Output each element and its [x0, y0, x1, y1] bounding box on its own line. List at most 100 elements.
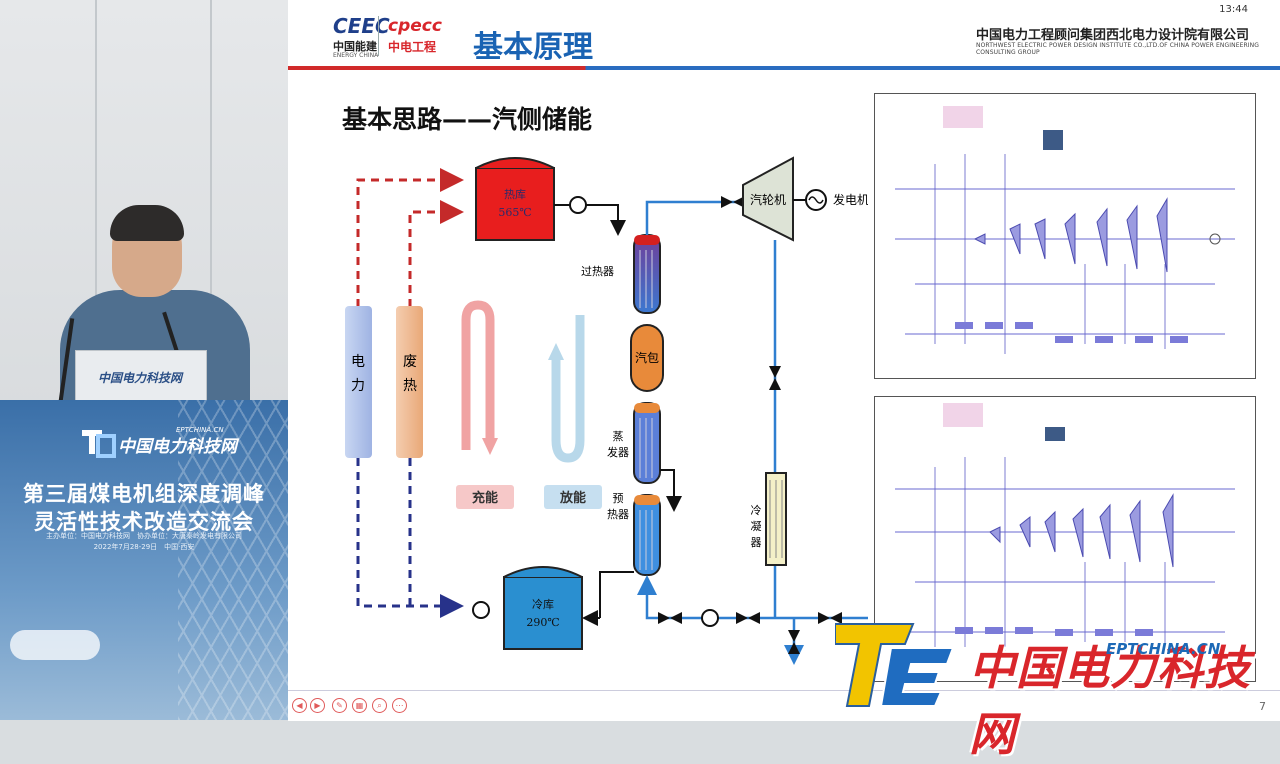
preheater — [633, 494, 661, 576]
energy-china-en: ENERGY CHINA — [333, 52, 379, 59]
evaporator — [633, 402, 661, 484]
clock-time: 13:44 — [1219, 4, 1248, 15]
charge-label: 充能 — [472, 490, 498, 506]
pipe — [599, 571, 634, 618]
tube-lines — [639, 250, 653, 308]
waste-heat-bar — [396, 306, 423, 458]
valve-icon — [788, 630, 800, 654]
discharge-arrow-head — [548, 343, 564, 360]
waste-to-hot-path — [408, 200, 464, 307]
condenser-label-3: 器 — [751, 536, 762, 549]
logo-divider — [378, 16, 379, 56]
cpecc-name: 中电工程 — [388, 40, 437, 54]
valve-icon — [818, 612, 842, 624]
cold-tank-dome — [503, 566, 583, 578]
steam-drum — [630, 324, 664, 392]
superheater-label: 过热器 — [581, 265, 614, 278]
pipe — [586, 204, 626, 236]
speaker-hair — [110, 205, 184, 241]
wall-seam — [95, 0, 97, 400]
electric-label-1: 电 — [351, 354, 365, 370]
podium-date: 2022年7月28-29日 中国·西安 — [93, 543, 195, 551]
next-slide-button[interactable]: ▶ — [310, 698, 325, 713]
generator-label: 发电机 — [833, 192, 868, 207]
cloud-graphic — [10, 630, 100, 660]
charge-arrow-head — [482, 438, 498, 455]
te-logo-icon — [82, 430, 116, 458]
pump-icon — [472, 601, 490, 619]
pylon-graphic — [178, 400, 288, 720]
valve-icon — [769, 366, 781, 390]
podium-brand: 中国电力科技网 — [118, 437, 237, 457]
podium-title-line1: 第三届煤电机组深度调峰 — [23, 481, 265, 506]
waste-label-2: 热 — [403, 378, 417, 394]
podium-url: EPTCHINA.CN — [176, 426, 224, 434]
electric-to-cold-path — [356, 458, 464, 618]
pfd-thumbnail-bottom — [895, 403, 1235, 657]
podium-organizers: 主办单位：中国电力科技网 协办单位：大唐秦岭发电有限公司 — [46, 532, 242, 540]
slideshow-toolbar — [288, 690, 1280, 721]
wall-seam — [210, 0, 212, 400]
condenser-label-1: 冷 — [751, 504, 762, 517]
energy-china-name: 中国能建 — [333, 40, 377, 53]
zoom-button[interactable]: ⌕ — [372, 698, 387, 713]
discharge-label: 放能 — [559, 490, 586, 506]
condenser-label-2: 凝 — [751, 519, 762, 533]
pipe — [660, 469, 682, 512]
cold-tank-label: 冷库 — [532, 598, 554, 611]
sine-icon — [808, 196, 824, 204]
valve-icon — [658, 612, 682, 624]
slide-title: 基本原理 — [473, 30, 593, 65]
pfd-thumbnail-top — [895, 106, 1235, 354]
electric-to-hot-path — [356, 168, 464, 307]
podium-title-line2: 灵活性技术改造交流会 — [34, 509, 254, 534]
feedwater-pipe — [637, 575, 868, 620]
evaporator-cap — [634, 403, 660, 413]
more-options-button[interactable]: ⋯ — [392, 698, 407, 713]
header-bar — [288, 66, 1280, 70]
presentation-slide: CEEC 中国能建 ENERGY CHINA cpecc 中电工程 基本原理 中… — [288, 0, 1280, 721]
turbine — [742, 156, 794, 242]
podium-banner: 中国电力科技网 EPTCHINA.CN 第三届煤电机组深度调峰 灵活性技术改造交… — [0, 400, 288, 720]
pen-tool-button[interactable]: ✎ — [332, 698, 347, 713]
process-flow-screenshot-bottom — [874, 396, 1256, 682]
pump-icon — [569, 196, 587, 214]
preheater-cap — [634, 495, 660, 505]
prev-slide-button[interactable]: ◀ — [292, 698, 307, 713]
charge-arrow — [461, 300, 495, 450]
laptop: 中国电力科技网 — [75, 350, 207, 407]
energy-china-logo: CEEC — [333, 14, 390, 38]
organization-name-en: NORTHWEST ELECTRIC POWER DESIGN INSTITUT… — [976, 42, 1259, 56]
evaporator-label-2: 发器 — [607, 445, 629, 459]
cold-tank-temp: 290℃ — [526, 616, 559, 629]
process-flow-screenshot-top — [874, 93, 1256, 379]
electric-label-2: 力 — [351, 378, 365, 394]
waste-label-1: 废 — [403, 354, 417, 370]
steam-pipe — [645, 200, 756, 235]
hot-tank-dome — [475, 157, 555, 169]
discharge-label-box — [544, 485, 602, 509]
valve-icon — [721, 196, 745, 208]
watermark-url: EPTCHINA.CN — [1106, 640, 1221, 658]
hot-tank-label: 热库 — [504, 188, 526, 201]
valve-icon — [736, 612, 760, 624]
slides-overview-button[interactable]: ▦ — [352, 698, 367, 713]
hot-tank-temp: 565℃ — [498, 206, 531, 219]
organization-name: 中国电力工程顾问集团西北电力设计院有限公司 — [976, 28, 1250, 43]
evaporator-label-1: 蒸 — [613, 430, 624, 443]
drum-label: 汽包 — [635, 350, 659, 365]
laptop-logo: 中国电力科技网 — [98, 371, 183, 385]
slide-subheading: 基本思路——汽侧储能 — [342, 105, 593, 134]
turbine-label: 汽轮机 — [750, 192, 786, 207]
cpecc-logo: cpecc — [388, 16, 442, 36]
tube-lines — [769, 480, 783, 558]
page-number: 7 — [1259, 700, 1266, 713]
hot-tank — [475, 167, 555, 241]
preheater-label-2: 热器 — [607, 508, 629, 521]
tube-lines — [639, 510, 653, 570]
discharge-arrow — [551, 315, 585, 463]
te-watermark-logo-icon — [835, 623, 955, 707]
superheater — [633, 234, 661, 314]
cold-tank — [503, 576, 583, 650]
charge-label-box — [456, 485, 514, 509]
